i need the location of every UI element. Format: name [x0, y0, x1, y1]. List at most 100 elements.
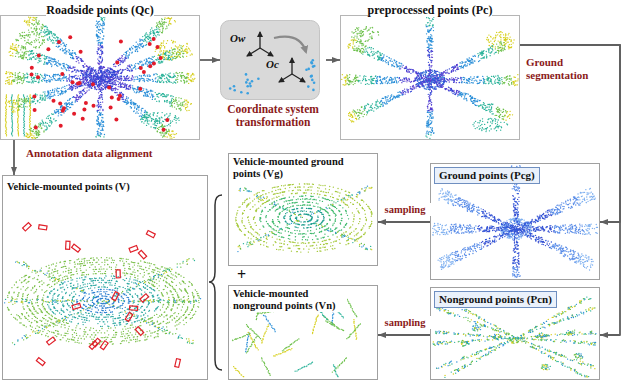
annotation-dot	[52, 99, 56, 103]
axis-label: Oc	[266, 59, 279, 70]
annotation-dot	[72, 112, 76, 116]
annotation-dot	[30, 66, 34, 70]
point-set	[67, 45, 133, 111]
point-dot	[307, 85, 310, 88]
vehicle-box	[36, 358, 45, 366]
point-set	[358, 17, 507, 138]
panel-title: Ground points (Pcg)	[434, 167, 540, 184]
vehicle-box	[47, 337, 56, 345]
point-set	[437, 300, 596, 377]
point-set	[400, 51, 462, 111]
annotation-dot	[91, 82, 95, 86]
point-set	[238, 188, 372, 250]
annotation-dot	[152, 37, 156, 41]
panel-title: Roadside points (Qc)	[46, 3, 153, 17]
annotation-dot	[148, 42, 152, 46]
annotation-dot	[118, 94, 122, 98]
point-set	[8, 258, 200, 345]
annotation-dot	[92, 104, 96, 108]
process-label: sampling	[379, 203, 431, 216]
annotation-dot	[34, 126, 38, 130]
vehicle-box	[116, 270, 120, 278]
axis-triad	[279, 58, 305, 82]
annotation-dot	[37, 54, 41, 58]
annotation-dot	[84, 101, 88, 105]
merge-bracket	[209, 195, 222, 370]
annotation-dot	[152, 62, 156, 66]
flow-arrow	[378, 334, 430, 336]
annotation-dot	[71, 80, 75, 84]
annotation-dot	[78, 81, 82, 85]
point-dot	[246, 85, 249, 88]
point-dot	[240, 91, 243, 94]
point-dot	[246, 92, 249, 95]
annotation-dot	[107, 86, 111, 90]
point-set	[43, 21, 157, 135]
vehicle-box	[100, 341, 108, 350]
annotation-dot	[60, 72, 64, 76]
point-dot	[305, 68, 308, 71]
point-dot	[310, 61, 313, 64]
process-label: sampling	[379, 316, 431, 329]
point-dot	[246, 78, 249, 81]
image-frame	[1, 16, 200, 140]
point-cloud	[340, 0, 520, 140]
vehicle-box	[138, 250, 146, 259]
annotation-dot	[142, 70, 146, 74]
vehicle-box	[89, 341, 97, 350]
point-dot	[245, 81, 248, 84]
annotation-dot	[62, 106, 66, 110]
annotation-dot	[114, 118, 118, 122]
annotation-dot	[33, 108, 37, 112]
rotation-arrow	[274, 37, 306, 52]
annotation-dot	[36, 75, 40, 79]
point-dot	[257, 78, 260, 81]
annotation-dot	[81, 117, 85, 121]
point-set	[478, 191, 554, 267]
point-set	[6, 261, 197, 345]
annotation-dot	[59, 124, 63, 128]
annotation-dot	[109, 106, 113, 110]
point-dot	[311, 79, 314, 82]
point-set	[347, 27, 512, 119]
flow-arrow	[13, 140, 15, 175]
point-dot	[249, 85, 252, 88]
point-set	[9, 260, 193, 341]
annotation-dot	[57, 40, 61, 44]
annotation-dot	[159, 56, 163, 60]
roadside-panel: Roadside points (Qc)	[0, 0, 200, 140]
process-label: Annotation data alignment	[26, 147, 153, 160]
point-dot	[233, 85, 236, 88]
flow-arrow	[326, 59, 340, 61]
point-dot	[312, 89, 315, 92]
flow-arrow	[200, 59, 220, 61]
annotation-dot	[58, 101, 62, 105]
annotation-dot	[32, 95, 36, 99]
annotation-dot	[79, 50, 83, 54]
vehicle-box	[39, 225, 48, 230]
panel-title: Vehicle-mounted nonground points (Vn)	[231, 288, 347, 312]
point-set	[67, 45, 133, 110]
panel-title: preprocessed points (Pc)	[368, 3, 493, 17]
point-dot	[245, 73, 248, 76]
plus-sign: +	[237, 267, 246, 283]
point-set	[399, 49, 461, 111]
vehicle-box	[175, 359, 181, 368]
annotation-dot	[30, 73, 34, 77]
annotation-dot	[148, 64, 152, 68]
annotation-dot	[138, 87, 142, 91]
annotation-dot	[156, 45, 160, 49]
axis-triad	[247, 32, 273, 56]
process-label: Ground segmentation	[526, 56, 616, 82]
point-set	[434, 296, 595, 376]
flow-arrow	[378, 221, 430, 223]
annotation-dot	[46, 47, 50, 51]
vehicle-box	[146, 231, 155, 238]
annotation-dot	[110, 96, 114, 100]
point-dot	[313, 65, 316, 68]
point-dot	[249, 82, 252, 85]
vehicle-box	[129, 306, 137, 311]
point-dot	[313, 81, 316, 84]
point-dot	[251, 80, 254, 83]
